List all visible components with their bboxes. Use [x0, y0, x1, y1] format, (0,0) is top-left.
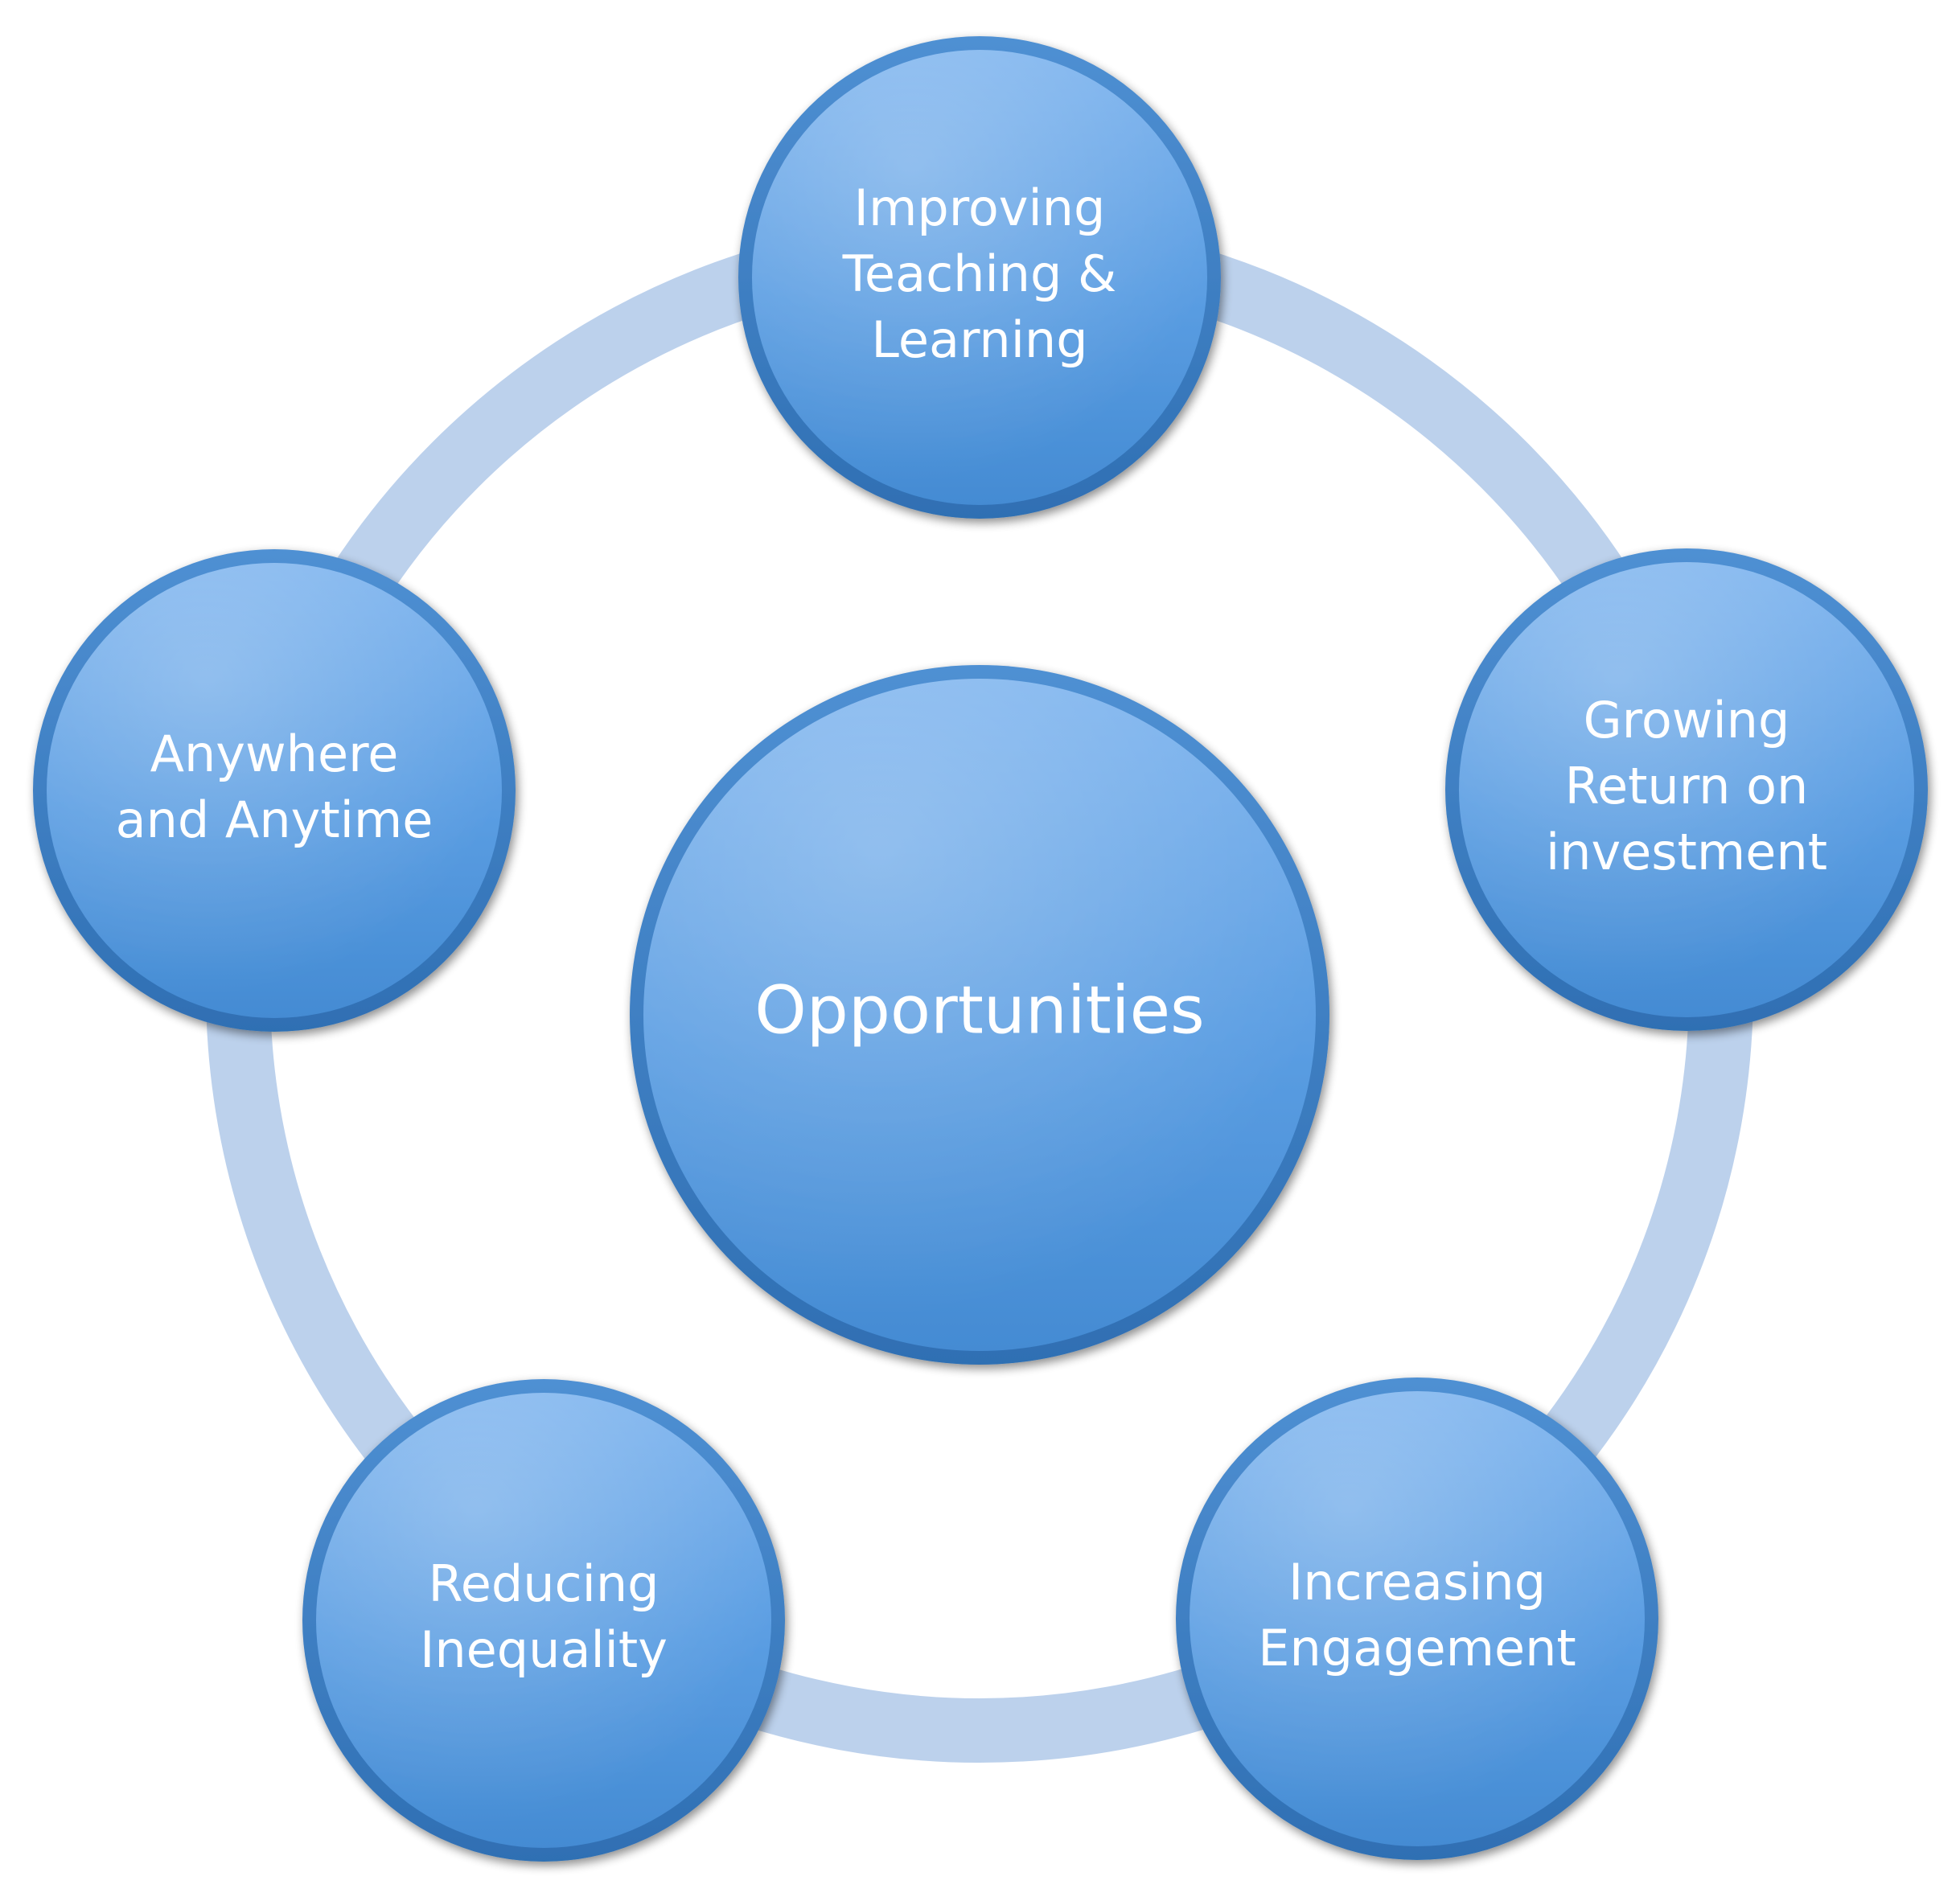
node-label-line: Engagement: [1258, 1619, 1576, 1677]
node-label-line: Return on: [1565, 757, 1809, 815]
node-label-line: Reducing: [428, 1554, 659, 1613]
node-label-line: and Anytime: [116, 790, 434, 849]
node-label-line: Learning: [871, 310, 1087, 369]
node-label-line: Growing: [1584, 691, 1790, 749]
node-label-line: investment: [1546, 823, 1827, 881]
node-anywhere-and-anytime: Anywhere and Anytime: [33, 549, 516, 1032]
node-label-line: Teaching &: [842, 244, 1117, 303]
node-label-line: Inequality: [420, 1620, 668, 1679]
center-node: [630, 665, 1329, 1365]
node-label-line: Anywhere: [150, 725, 399, 783]
node-label-line: Improving: [854, 179, 1106, 237]
center-label: Opportunities: [754, 972, 1205, 1049]
node-label-line: Increasing: [1288, 1553, 1546, 1612]
